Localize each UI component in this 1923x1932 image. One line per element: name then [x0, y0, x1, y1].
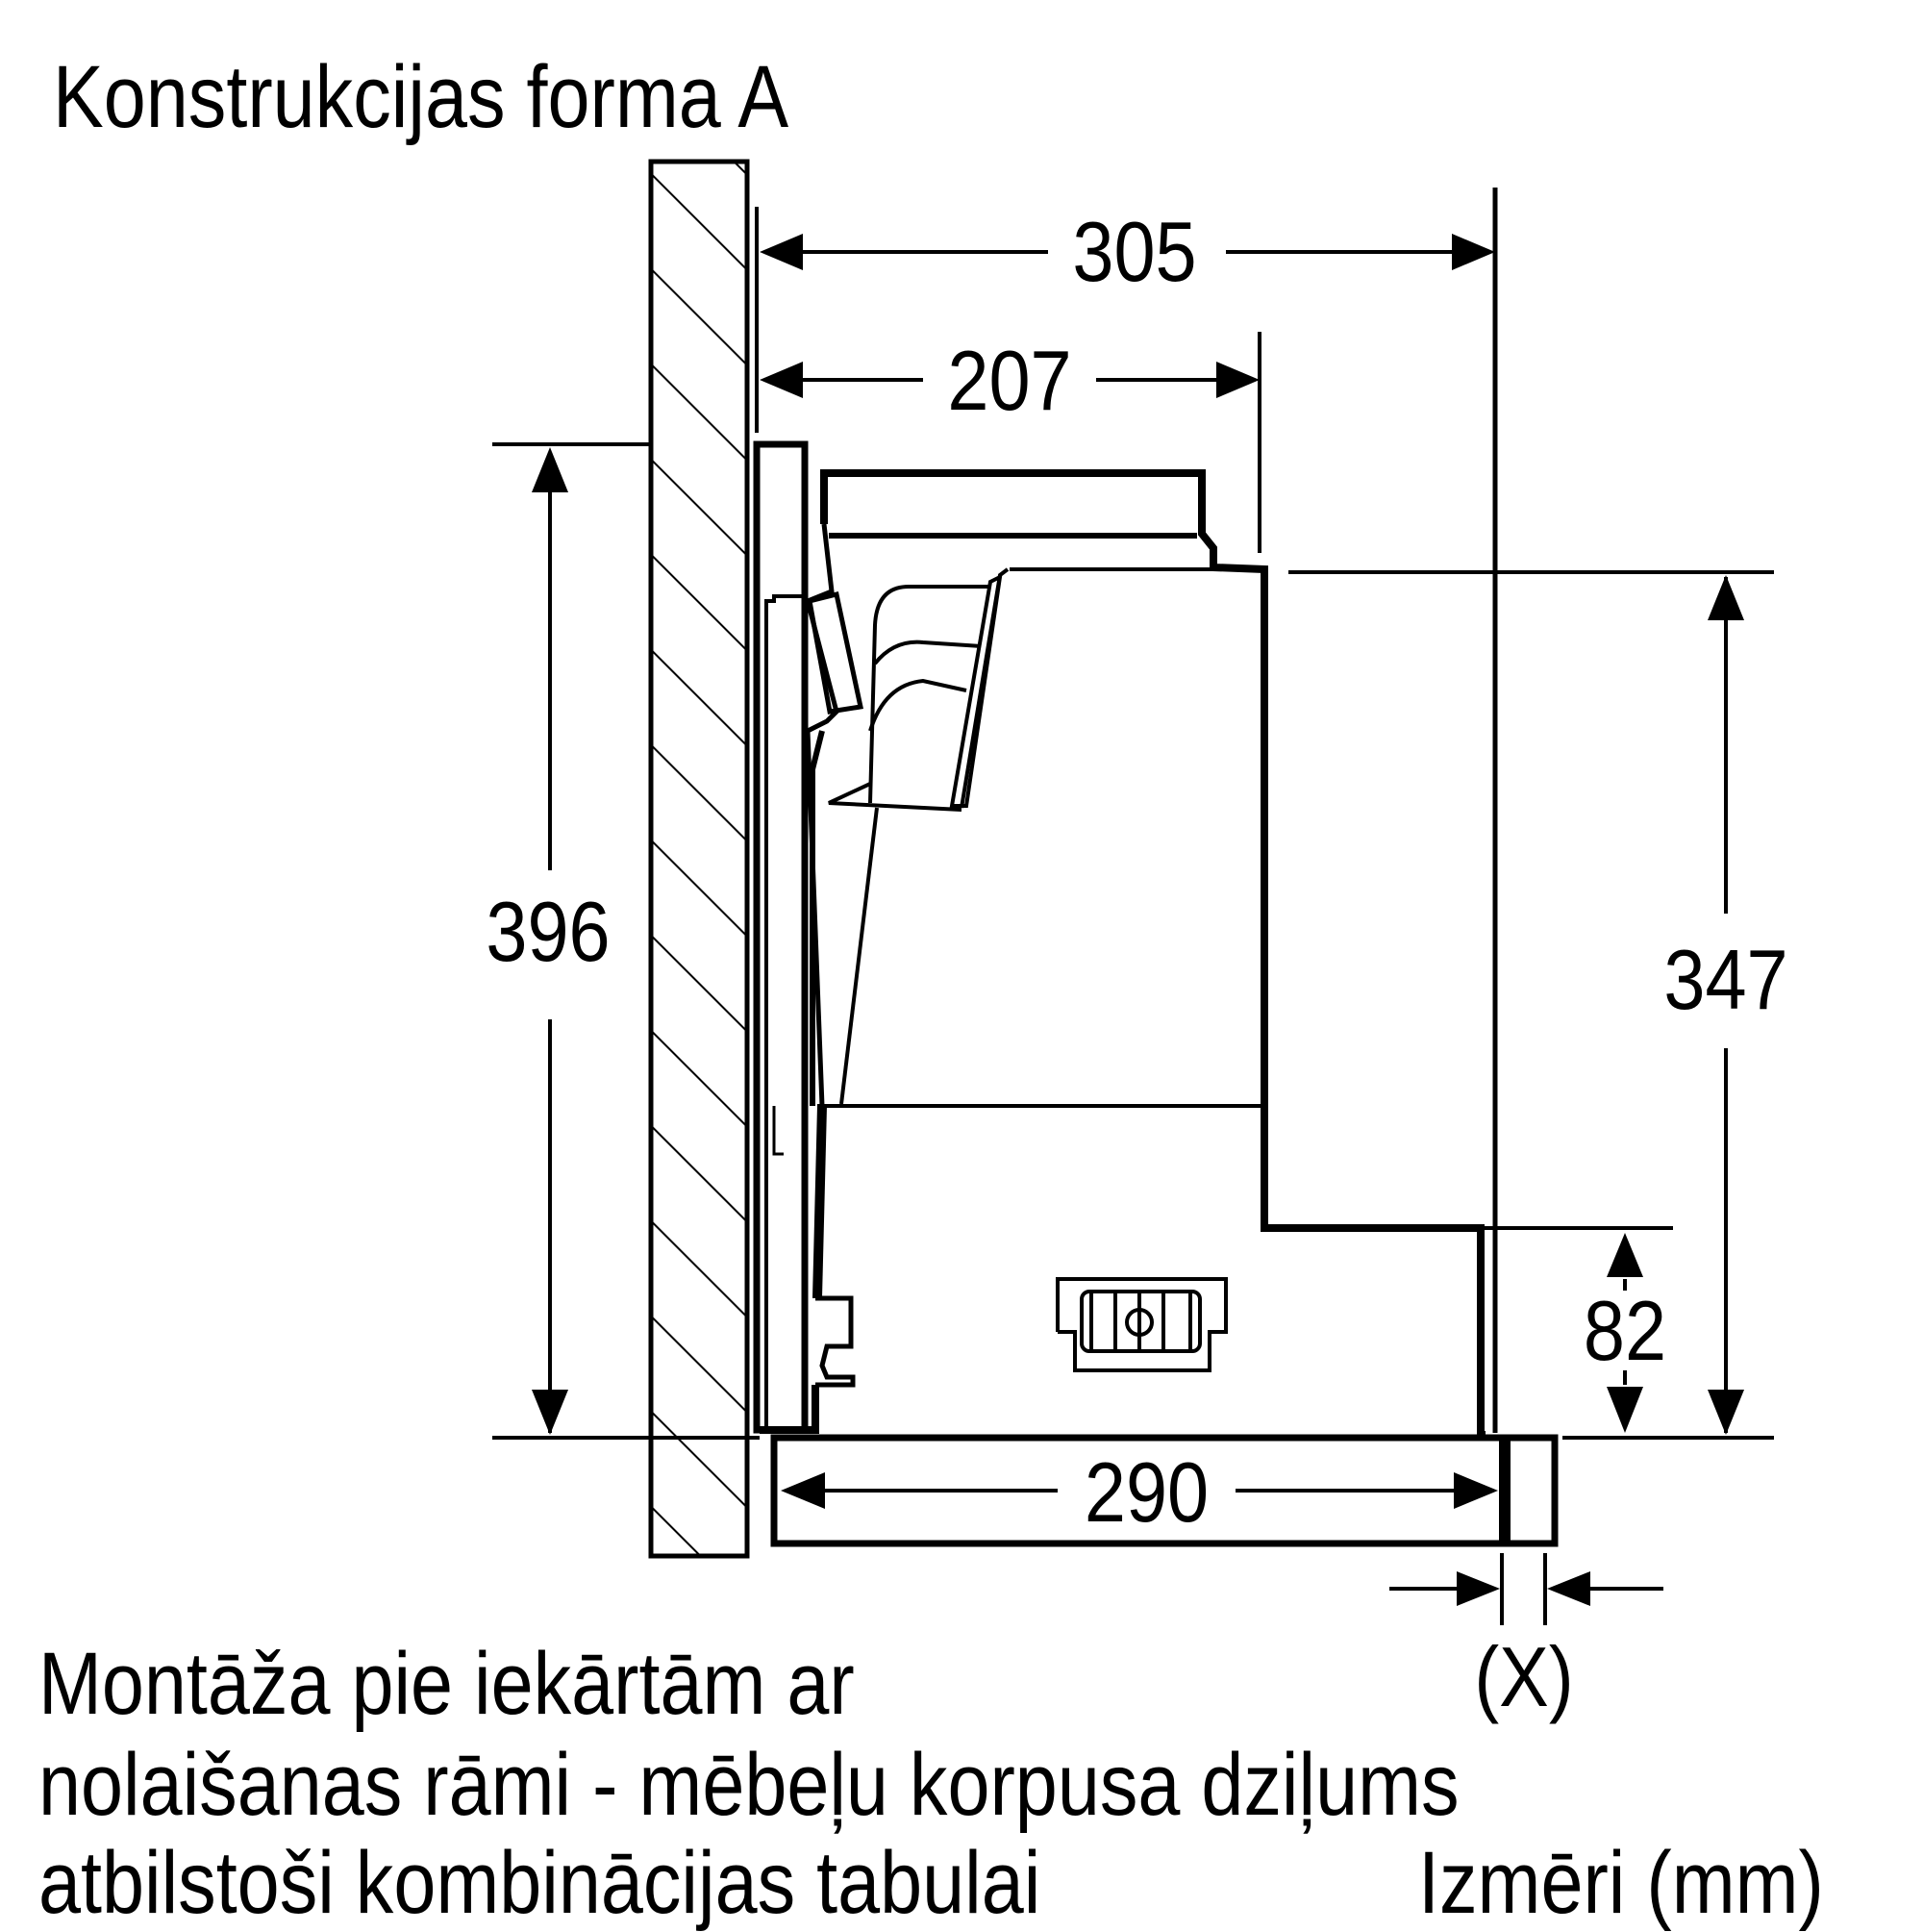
appliance-outline [753, 440, 1486, 1441]
caption-line-1: Montāža pie iekārtām ar [38, 1635, 855, 1733]
dimension-396-label: 396 [486, 884, 611, 979]
dimension-396 [492, 442, 760, 1440]
dimension-x-label: (X) [1474, 1629, 1574, 1724]
units-label: Izmēri (mm) [1418, 1834, 1824, 1932]
caption-line-2: nolaišanas rāmi - mēbeļu korpusa dziļums [38, 1736, 1460, 1834]
dimension-347 [1288, 570, 1774, 1440]
motor-icon [1056, 1277, 1228, 1372]
wall-section [648, 159, 750, 1559]
dimension-82 [1483, 1226, 1673, 1433]
dimension-x [1389, 1553, 1663, 1625]
caption-line-3: atbilstoši kombinācijas tabulai [38, 1834, 1041, 1932]
dimension-207-label: 207 [947, 333, 1072, 428]
dimension-305 [760, 234, 1495, 270]
dimension-347-label: 347 [1663, 932, 1788, 1027]
dimension-305-label: 305 [1072, 204, 1197, 299]
dimension-207 [760, 362, 1260, 398]
diagram-title: Konstrukcijas forma A [53, 48, 789, 146]
dimension-290 [770, 1434, 1559, 1547]
dimension-82-label: 82 [1583, 1283, 1667, 1378]
dimension-290-label: 290 [1084, 1444, 1210, 1540]
